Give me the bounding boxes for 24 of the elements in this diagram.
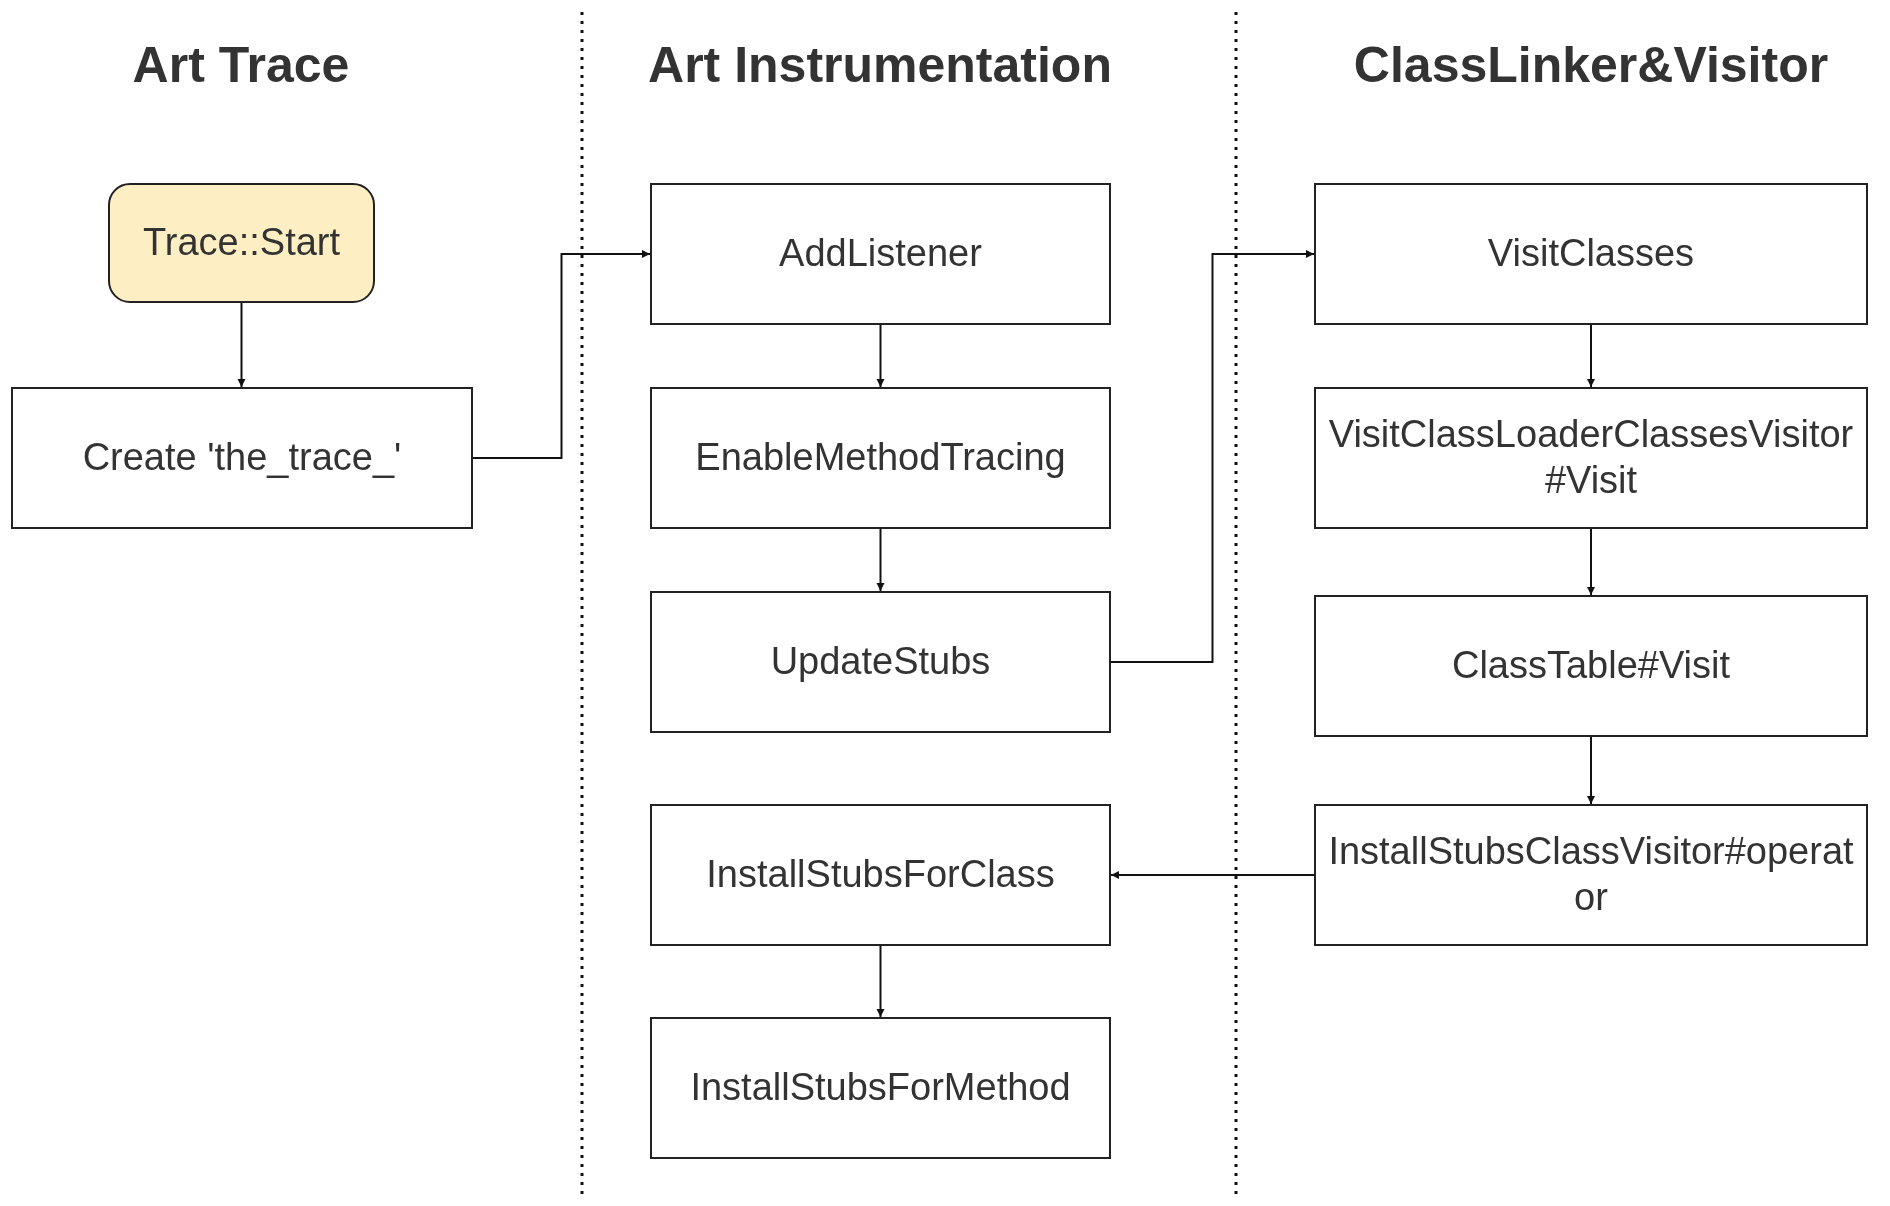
arrow [1587,736,1595,805]
process-box: VisitClasses [1314,183,1868,325]
arrow [876,324,885,388]
arrow [1110,871,1315,879]
column-heading: ClassLinker&Visitor [1353,36,1829,94]
arrow [1110,250,1315,663]
process-box: InstallStubsForMethod [650,1017,1111,1159]
process-box: VisitClassLoaderClassesVisitor#Visit [1314,387,1868,529]
process-box: Create 'the_trace_' [11,387,473,529]
process-box: ClassTable#Visit [1314,595,1868,737]
arrow [472,250,651,459]
process-box: UpdateStubs [650,591,1111,733]
arrow [1587,324,1595,388]
process-box: AddListener [650,183,1111,325]
start-box: Trace::Start [108,183,375,303]
column-heading: Art Instrumentation [648,36,1112,94]
arrow [876,945,885,1018]
column-heading: Art Trace [132,36,350,94]
arrow [876,528,885,592]
arrow [1587,528,1595,596]
process-box: EnableMethodTracing [650,387,1111,529]
arrow [237,302,246,388]
process-box: InstallStubsForClass [650,804,1111,946]
process-box: InstallStubsClassVisitor#operator [1314,804,1868,946]
